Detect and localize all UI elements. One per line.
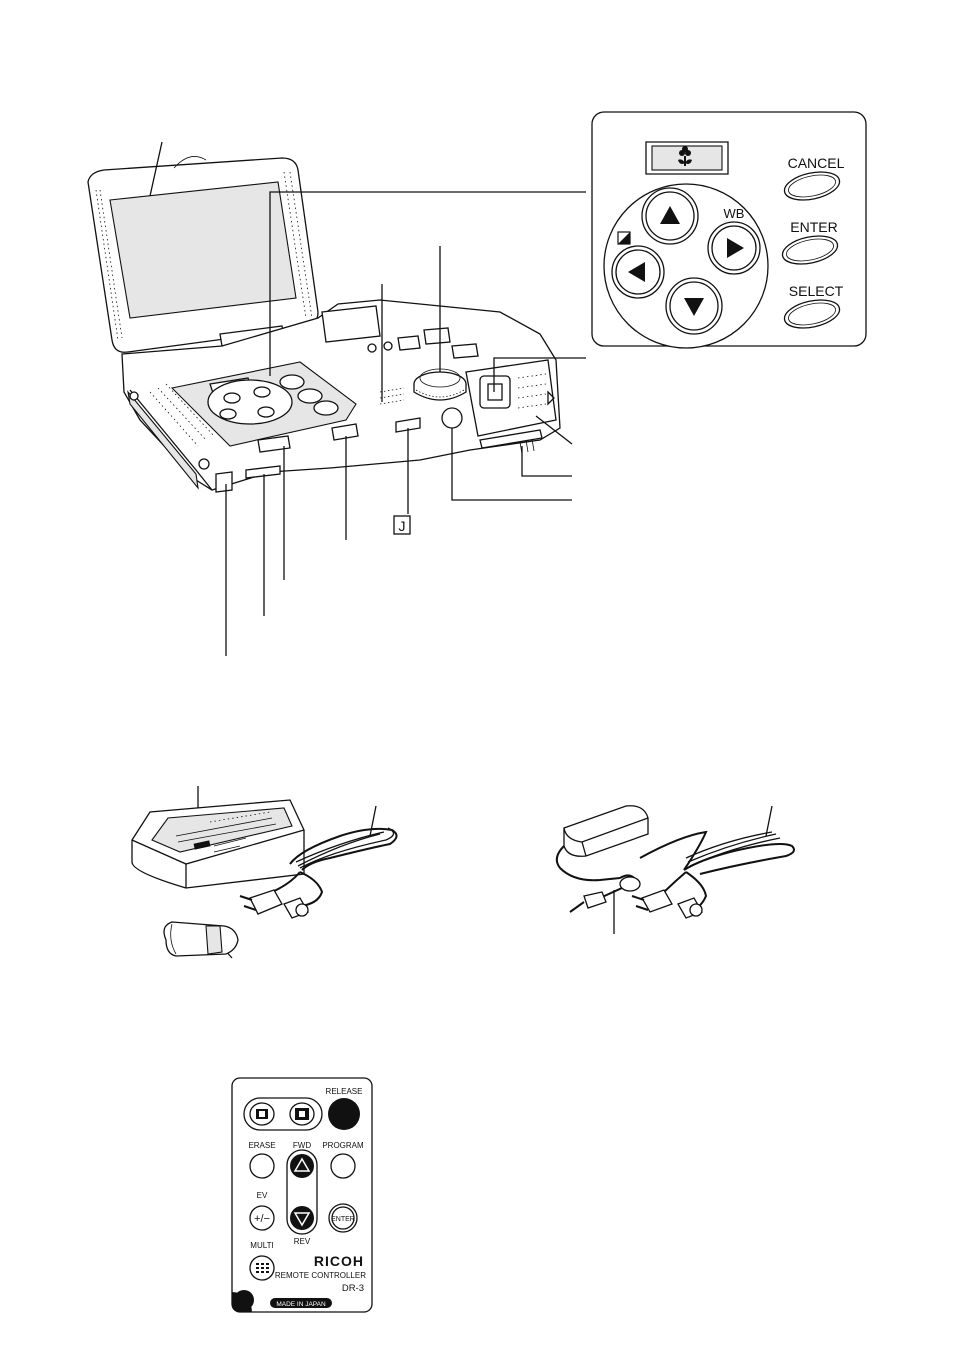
battery-pack [163, 921, 239, 959]
model-label: DR-3 [342, 1283, 364, 1294]
cancel-label: CANCEL [788, 155, 845, 171]
program-button[interactable] [330, 1153, 356, 1179]
made-in-japan-badge: MADE IN JAPAN [270, 1298, 332, 1308]
fwd-button[interactable] [290, 1154, 314, 1178]
ac-adapter [555, 805, 649, 882]
control-plate-buttons [207, 374, 339, 425]
rev-button[interactable] [290, 1206, 314, 1230]
battery-charger-set [131, 786, 398, 959]
grid-icon [256, 1263, 269, 1273]
remote-controller: RELEASE ERASE FWD PROGRAM REV EV +/− [231, 1077, 373, 1313]
up-arrow-button[interactable] [641, 187, 699, 245]
wb-label: WB [724, 206, 745, 221]
select-button[interactable] [782, 295, 842, 332]
zoom-button-pair [243, 1097, 323, 1131]
origin-label: MADE IN JAPAN [276, 1301, 326, 1308]
macro-mode-indicator [645, 141, 729, 175]
lcd-monitor-lid [87, 156, 319, 359]
brand-logo: RICOH [314, 1253, 364, 1269]
cancel-button[interactable] [782, 167, 842, 204]
erase-label: ERASE [248, 1141, 275, 1150]
zoom-tele-button[interactable] [289, 1102, 315, 1126]
left-arrow-button[interactable] [611, 245, 665, 299]
ev-button[interactable]: +/− [249, 1205, 275, 1231]
release-button[interactable] [328, 1098, 360, 1130]
remote-enter-text: ENTER [331, 1216, 355, 1223]
remote-enter-button[interactable]: ENTER [328, 1203, 358, 1233]
battery-charger-cord [239, 805, 398, 919]
multi-button[interactable] [249, 1255, 275, 1281]
release-label: RELEASE [326, 1087, 363, 1096]
program-label: PROGRAM [322, 1141, 364, 1150]
product-label: REMOTE CONTROLLER [275, 1271, 366, 1280]
lid-grille-dots [95, 171, 313, 341]
select-label: SELECT [789, 283, 844, 299]
ac-adapter-set [555, 805, 795, 934]
camera-body [121, 299, 561, 493]
erase-button[interactable] [249, 1153, 275, 1179]
control-panel-inset: WB CANCEL ENTER SELECT [591, 111, 867, 349]
camera-illustration: J [87, 141, 586, 656]
ev-label: EV [257, 1191, 268, 1200]
enter-label: ENTER [790, 219, 837, 235]
battery-charger [131, 799, 305, 889]
enter-button[interactable] [780, 231, 840, 268]
callout-j-box: J [393, 515, 411, 535]
down-arrow-button[interactable] [665, 277, 723, 335]
ev-button-text: +/− [254, 1213, 270, 1225]
flower-icon [678, 146, 692, 166]
camera-leader-lines [149, 141, 586, 656]
multi-label: MULTI [250, 1241, 273, 1250]
callout-j-letter: J [399, 518, 406, 534]
fwd-label: FWD [293, 1141, 311, 1150]
dc-output-cable [569, 876, 641, 934]
exposure-compensation-icon [617, 231, 631, 245]
zoom-wide-button[interactable] [249, 1102, 275, 1126]
rev-label: REV [294, 1237, 311, 1246]
ac-power-cord [631, 805, 795, 919]
right-arrow-button[interactable] [707, 221, 761, 275]
